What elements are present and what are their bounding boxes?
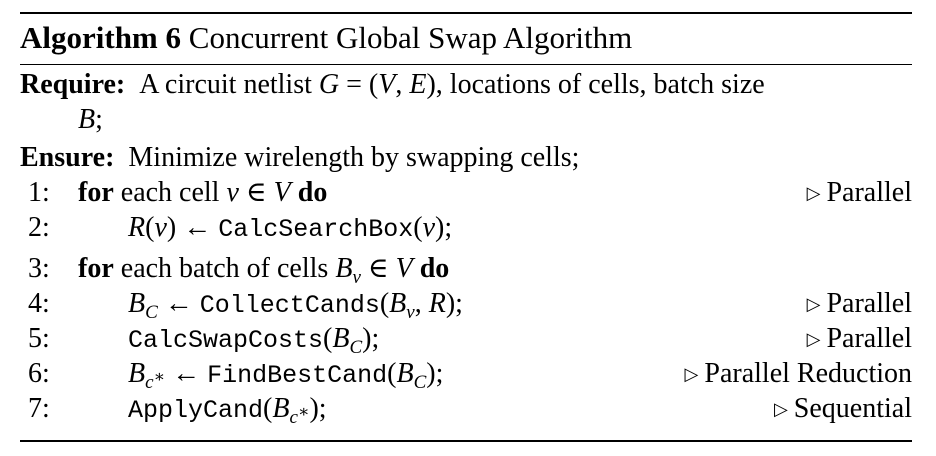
step-number: 3: [28,253,50,284]
step-number: 5: [28,323,50,354]
step-number: 6: [28,358,50,389]
comment-triangle-icon: ▷ [806,183,821,203]
comment-triangle-icon: ▷ [806,329,821,349]
require-line: Require: A circuit netlist G = (V, E), l… [20,68,912,102]
comment-triangle-icon: ▷ [773,399,788,419]
step-text: BC ← CollectCands(Bv, R); [128,288,463,323]
ensure-text: Minimize wirelength by swapping cells; [128,142,580,173]
step-comment: ▷Sequential [773,393,912,424]
require-text-cont: B; [78,104,103,135]
step-comment: ▷Parallel [806,177,912,208]
step-number: 4: [28,288,50,319]
require-keyword: Require: [20,69,126,100]
ensure-keyword: Ensure: [20,142,115,173]
algorithm-block: Algorithm 6 Concurrent Global Swap Algor… [20,0,912,456]
step-line-6: 6: Bc∗ ← FindBestCand(BC); ▷Parallel Red… [20,357,912,393]
comment-triangle-icon: ▷ [806,294,821,314]
top-rule [20,12,912,14]
step-comment: ▷Parallel [806,323,912,354]
step-number: 1: [28,177,50,208]
step-text: R(v) ← CalcSearchBox(v); [128,212,453,244]
ensure-line: Ensure: Minimize wirelength by swapping … [20,141,912,175]
require-continuation: B; [20,103,912,137]
step-line-3: 3: for each batch of cells Bv ∈ V do [20,252,912,288]
step-text: for each cell v ∈ V do [78,177,328,208]
require-text: A circuit netlist G = (V, E), locations … [132,69,765,100]
step-comment: ▷Parallel Reduction [684,358,912,389]
step-text: for each batch of cells Bv ∈ V do [78,253,450,288]
step-line-2: 2: R(v) ← CalcSearchBox(v); [20,211,912,245]
step-text: ApplyCand(Bc∗); [128,393,327,428]
step-comment: ▷Parallel [806,288,912,319]
step-line-1: 1: for each cell v ∈ V do ▷Parallel [20,176,912,210]
step-number: 7: [28,393,50,424]
step-line-7: 7: ApplyCand(Bc∗); ▷Sequential [20,392,912,428]
step-number: 2: [28,212,50,243]
step-line-5: 5: CalcSwapCosts(BC); ▷Parallel [20,322,912,358]
step-text: CalcSwapCosts(BC); [128,323,380,358]
title-rule [20,64,912,65]
algorithm-title: Algorithm 6 Concurrent Global Swap Algor… [20,20,632,56]
step-line-4: 4: BC ← CollectCands(Bv, R); ▷Parallel [20,287,912,323]
algorithm-name: Concurrent Global Swap Algorithm [188,20,633,55]
step-text: Bc∗ ← FindBestCand(BC); [128,358,444,393]
comment-triangle-icon: ▷ [684,364,699,384]
algorithm-number: Algorithm 6 [20,20,182,55]
bottom-rule [20,440,912,442]
